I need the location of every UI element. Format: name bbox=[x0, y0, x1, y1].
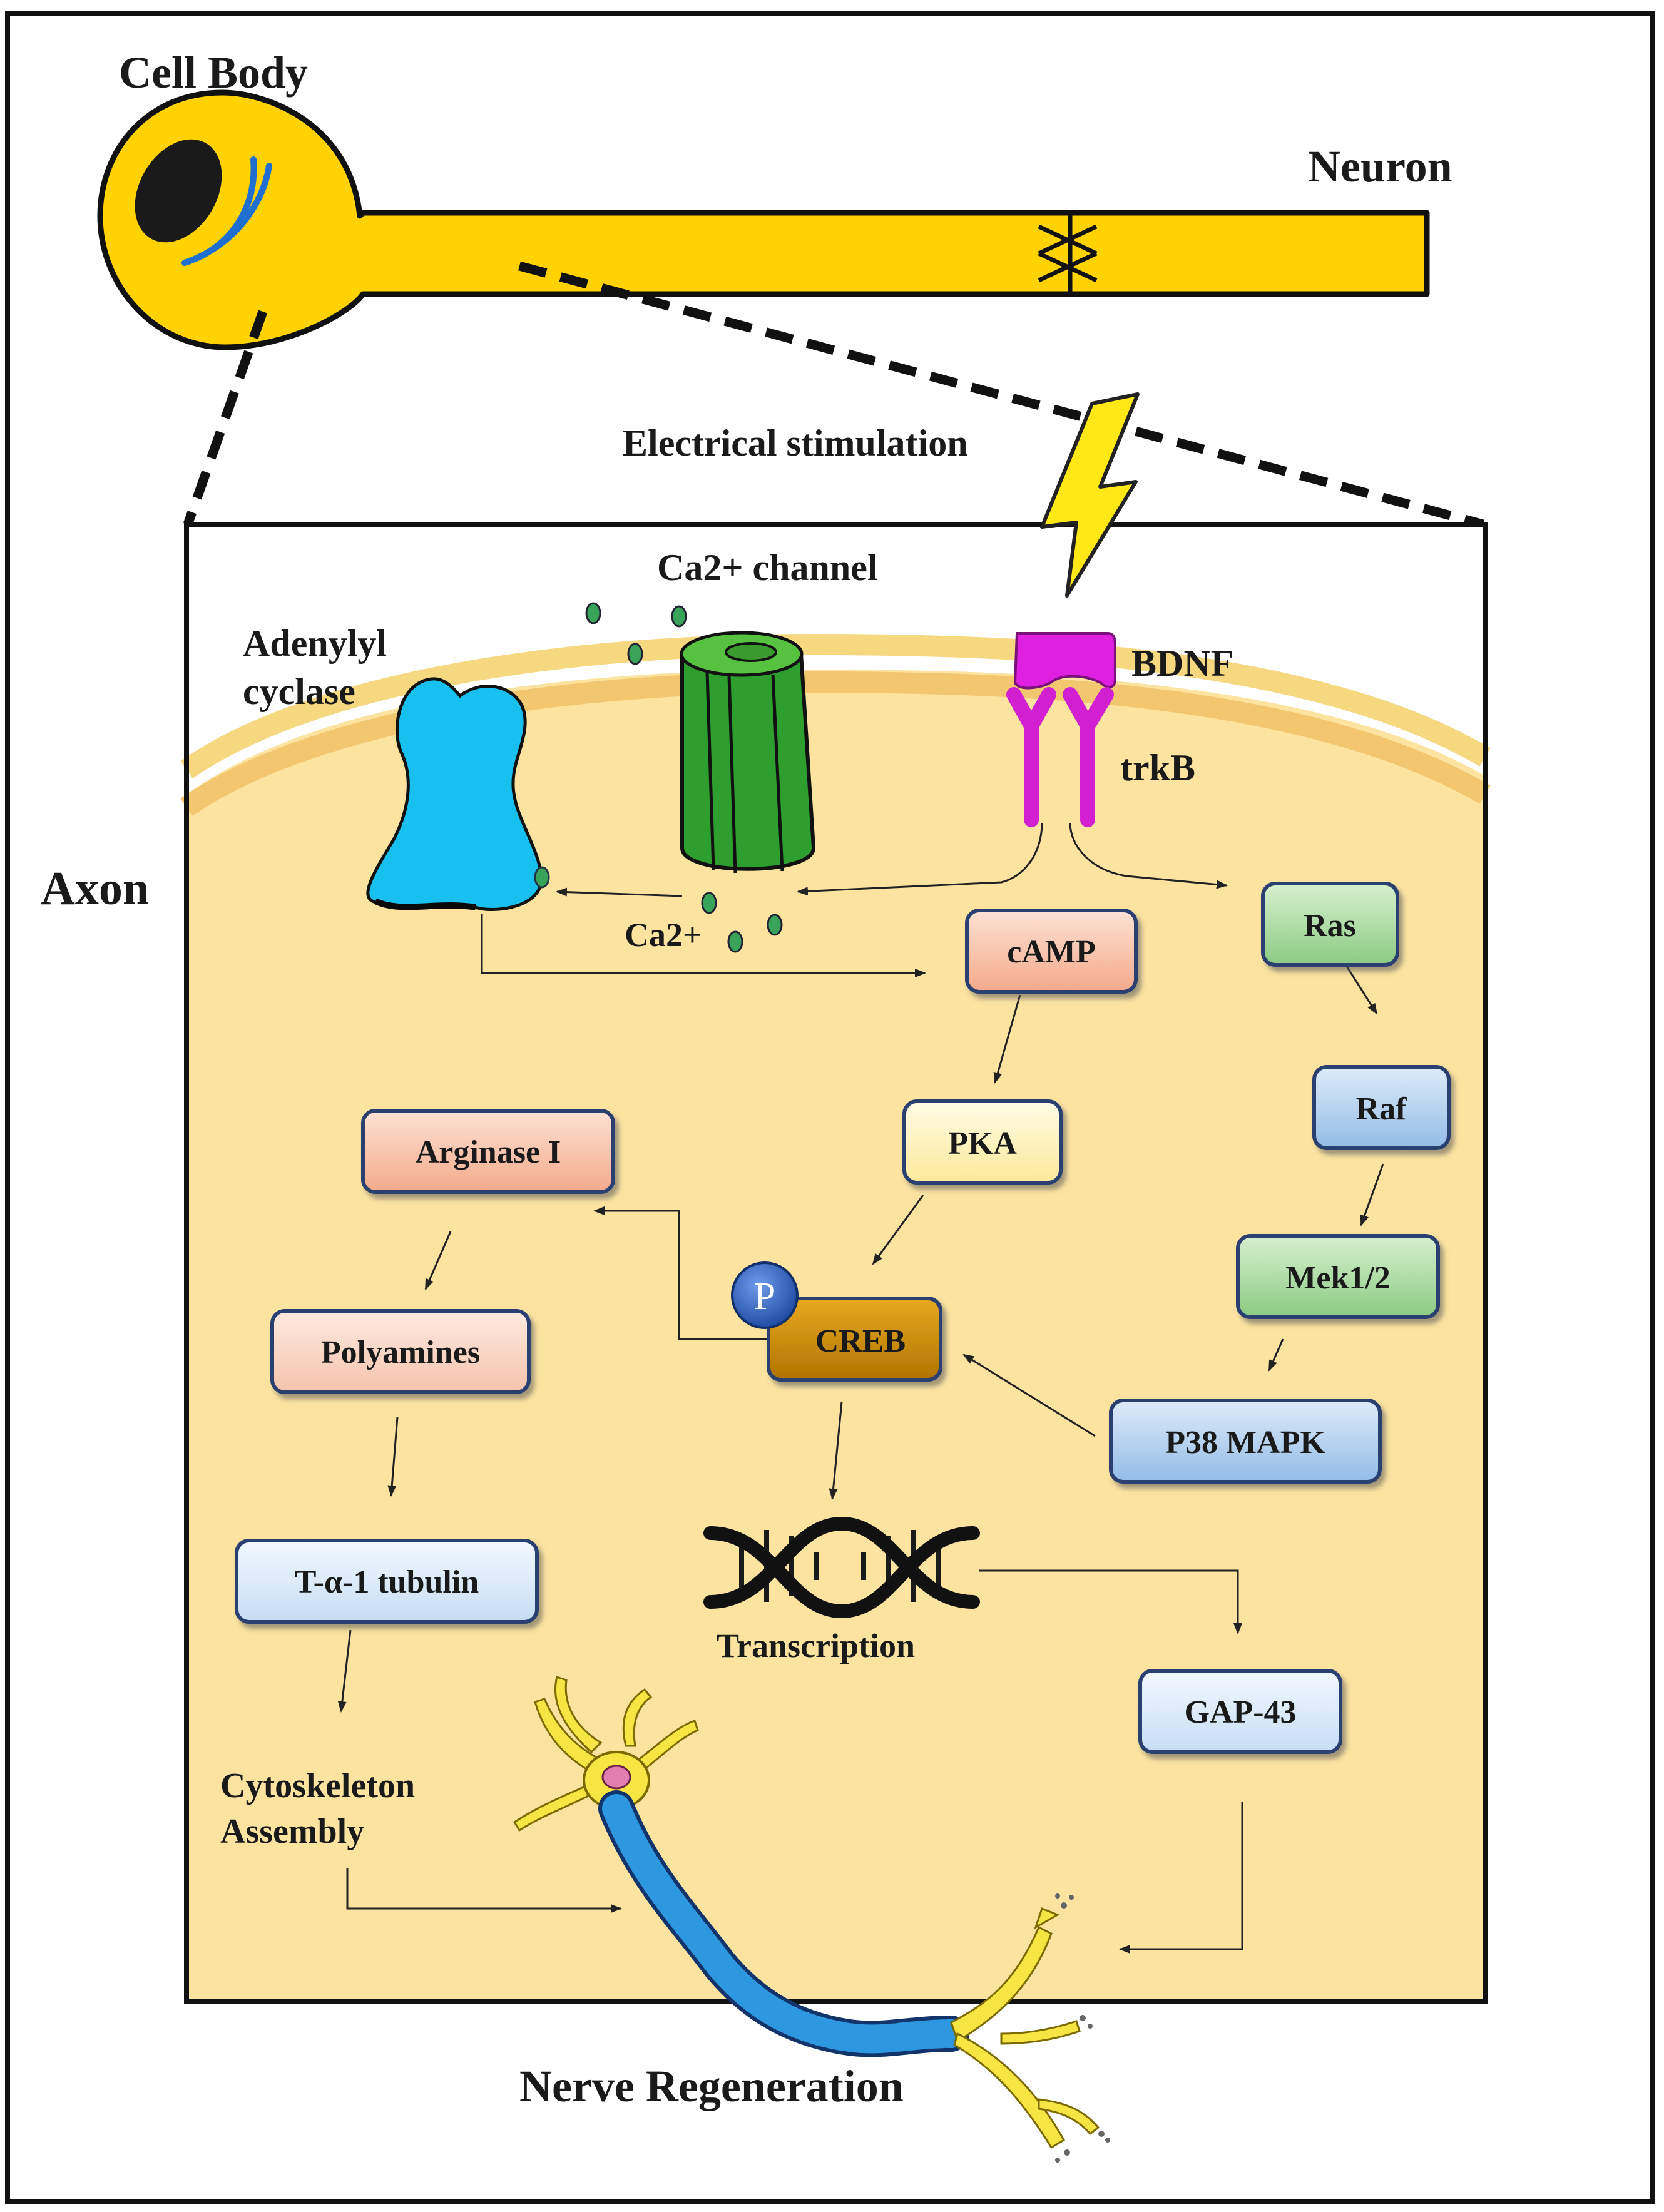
adenylyl-cyclase-icon bbox=[366, 677, 550, 911]
membrane-inner bbox=[180, 671, 1491, 816]
box-polyamines: Polyamines bbox=[270, 1309, 531, 1394]
nucleus-icon bbox=[135, 139, 272, 266]
axon-label: Axon bbox=[41, 862, 149, 915]
calcium-ions bbox=[585, 602, 783, 953]
nerve-regeneration-label: Nerve Regeneration bbox=[519, 2061, 904, 2111]
trkb-label: trkB bbox=[1120, 747, 1195, 788]
transcription-label: Transcription bbox=[717, 1627, 915, 1664]
box-tubulin: T-α-1 tubulin bbox=[235, 1539, 539, 1624]
cytoskeleton-label-2: Assembly bbox=[220, 1812, 364, 1851]
box-pka: PKA bbox=[902, 1099, 1063, 1185]
ca-channel-label: Ca2+ channel bbox=[657, 547, 878, 588]
ca-ion-label: Ca2+ bbox=[625, 916, 702, 954]
box-creb: CREB bbox=[767, 1297, 942, 1382]
axon-injury-mark bbox=[1038, 213, 1098, 295]
calcium-ion-icon bbox=[627, 643, 643, 665]
box-mek: Mek1/2 bbox=[1236, 1234, 1440, 1319]
arginase-label: Arginase I bbox=[416, 1134, 561, 1170]
signal-arrows bbox=[337, 822, 1384, 1954]
ras-label: Ras bbox=[1304, 908, 1356, 944]
regenerating-neuron-icon bbox=[513, 1676, 1110, 2163]
adenylyl-label-2: cyclase bbox=[243, 671, 355, 712]
dna-helix-icon bbox=[703, 1516, 980, 1619]
lightning-bolt-icon bbox=[1040, 392, 1140, 598]
cytoskeleton-label-1: Cytoskeleton bbox=[220, 1766, 415, 1805]
calcium-channel-icon bbox=[680, 631, 816, 874]
zoom-lines bbox=[183, 261, 1484, 529]
membrane-outer bbox=[180, 633, 1491, 778]
calcium-ion-icon bbox=[701, 892, 717, 914]
camp-label: cAMP bbox=[1007, 934, 1095, 970]
calcium-ion-icon bbox=[534, 866, 550, 889]
calcium-ion-icon bbox=[671, 605, 687, 628]
cell-body-label: Cell Body bbox=[119, 48, 308, 98]
polyamines-label: Polyamines bbox=[321, 1335, 480, 1370]
neuron-label: Neuron bbox=[1308, 141, 1452, 191]
box-arginase: Arginase I bbox=[361, 1109, 615, 1194]
bdnf-label: BDNF bbox=[1131, 643, 1233, 684]
creb-label: CREB bbox=[815, 1323, 906, 1359]
box-raf: Raf bbox=[1312, 1065, 1451, 1150]
raf-label: Raf bbox=[1356, 1091, 1407, 1127]
neuron-illustration: Cell Body Neuron bbox=[97, 48, 1452, 350]
phospho-label: P bbox=[754, 1275, 775, 1318]
electrical-stimulation-label: Electrical stimulation bbox=[623, 422, 968, 464]
calcium-ion-icon bbox=[767, 914, 783, 936]
box-ras: Ras bbox=[1261, 882, 1399, 967]
box-p38: P38 MAPK bbox=[1109, 1399, 1382, 1484]
calcium-ion-icon bbox=[585, 602, 601, 624]
adenylyl-label-1: Adenylyl bbox=[243, 623, 387, 664]
pka-label: PKA bbox=[948, 1126, 1017, 1161]
p38-label: P38 MAPK bbox=[1165, 1425, 1325, 1460]
gap43-label: GAP-43 bbox=[1184, 1695, 1296, 1730]
mek-label: Mek1/2 bbox=[1285, 1260, 1391, 1296]
bdnf-receptor-icon bbox=[1006, 632, 1116, 827]
tubulin-label: T-α-1 tubulin bbox=[295, 1564, 479, 1600]
phospho-marker: P bbox=[731, 1261, 799, 1329]
box-camp: cAMP bbox=[965, 909, 1138, 994]
box-gap43: GAP-43 bbox=[1138, 1669, 1342, 1754]
calcium-ion-icon bbox=[727, 930, 743, 953]
